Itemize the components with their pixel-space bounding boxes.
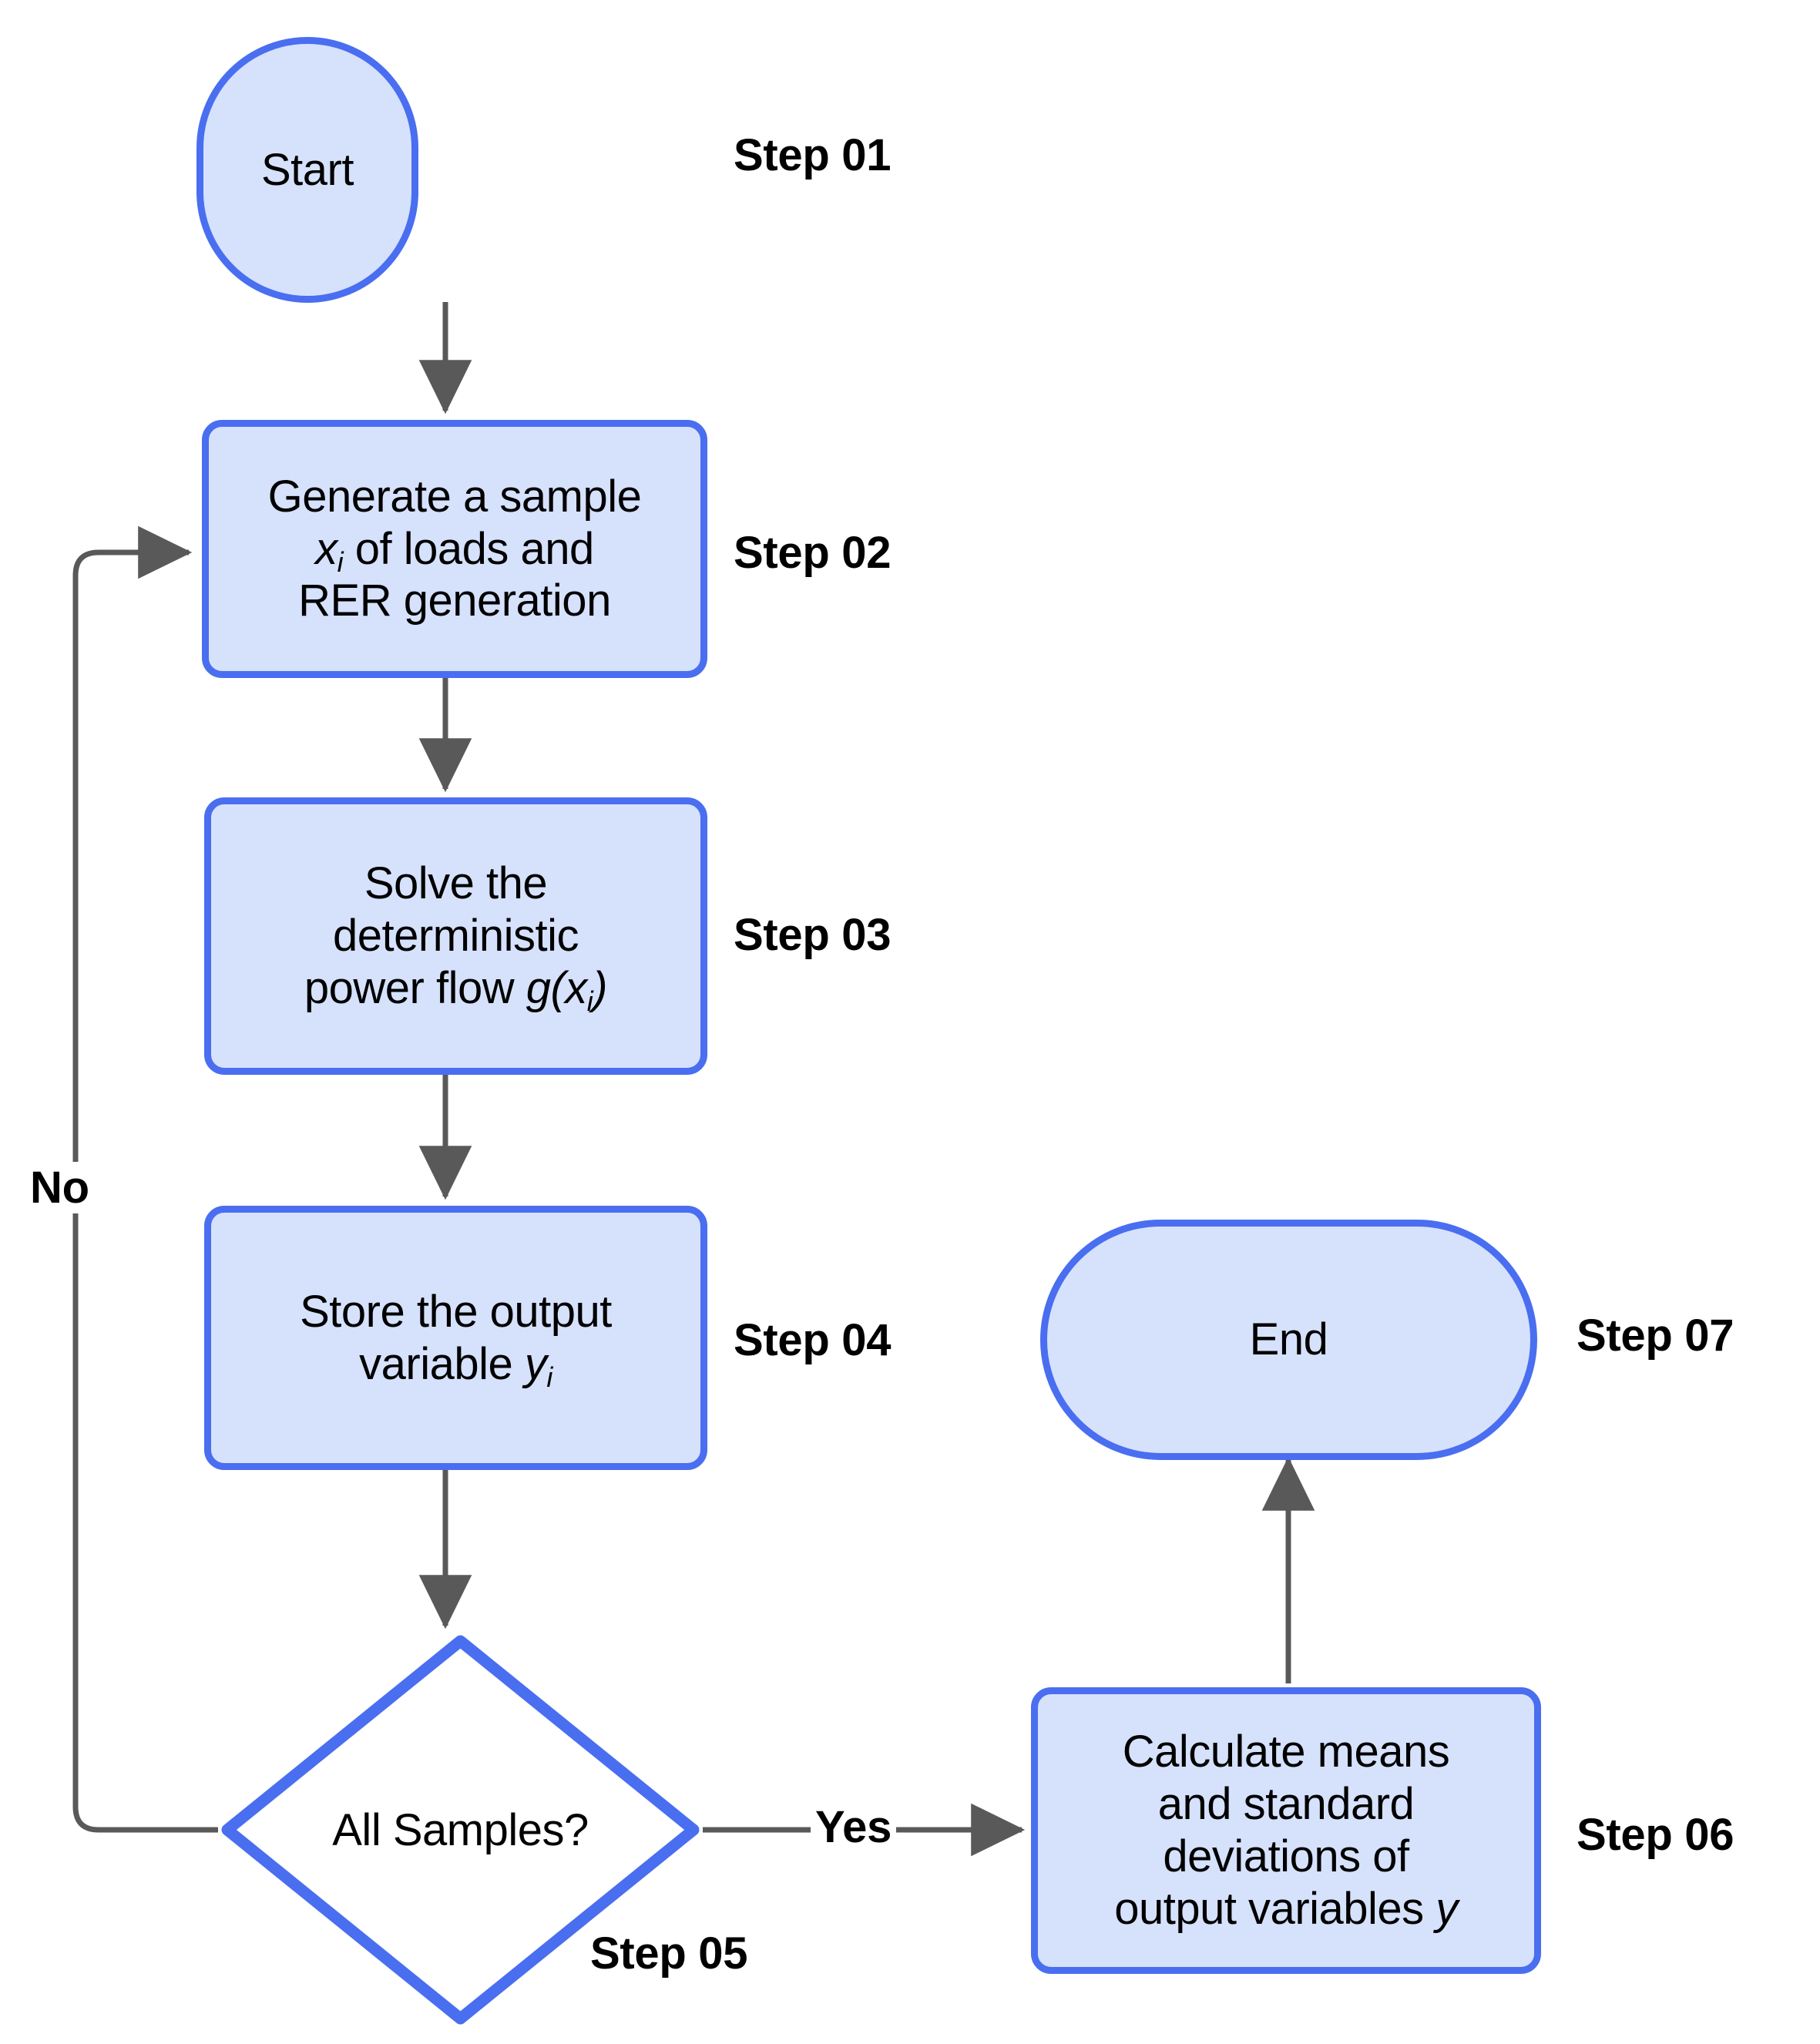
stats-line1: Calculate means <box>1122 1727 1450 1777</box>
step-label-02: Step 02 <box>734 528 892 578</box>
stats-line2: and standard <box>1157 1779 1415 1830</box>
sample-var: x <box>315 523 337 574</box>
edge-label-no: No <box>25 1162 94 1213</box>
solve-func: g(x <box>526 962 588 1013</box>
solve-line3-head: power flow <box>304 962 526 1013</box>
store-line2-head: variable <box>359 1338 525 1389</box>
node-all-samples-decision-label: All Samples? <box>332 1804 589 1855</box>
solve-line1: Solve the <box>364 858 548 909</box>
stats-line3: deviations of <box>1163 1831 1409 1881</box>
store-line1: Store the output <box>300 1286 612 1337</box>
node-all-samples-decision[interactable]: All Samples? <box>218 1632 703 2028</box>
node-end-label: End <box>1249 1314 1328 1365</box>
edge-decision-no-loop <box>72 525 218 1833</box>
edge-label-yes: Yes <box>811 1801 897 1853</box>
diamond-shape <box>221 1635 700 2025</box>
step-label-03: Step 03 <box>734 910 892 960</box>
step-label-05: Step 05 <box>590 1928 748 1979</box>
sample-line3: RER generation <box>298 576 611 626</box>
stats-var: y <box>1436 1883 1458 1934</box>
node-end[interactable]: End <box>1040 1220 1537 1460</box>
sample-line1: Generate a sample <box>267 471 642 522</box>
store-var-sub: i <box>546 1361 552 1393</box>
store-var: y <box>524 1338 547 1389</box>
solve-func-tail: ) <box>593 962 608 1013</box>
step-label-04: Step 04 <box>734 1315 892 1365</box>
node-start-label: Start <box>261 144 354 195</box>
step-label-07: Step 07 <box>1577 1311 1734 1361</box>
solve-func-sub: i <box>586 985 593 1017</box>
stats-line4-head: output variables <box>1114 1883 1436 1934</box>
sample-line2-tail: of loads and <box>343 523 595 574</box>
sample-var-sub: i <box>337 545 344 578</box>
step-label-06: Step 06 <box>1577 1810 1734 1860</box>
step-label-01: Step 01 <box>734 130 892 180</box>
solve-line2: deterministic <box>332 911 579 962</box>
node-start[interactable]: Start <box>196 37 418 303</box>
